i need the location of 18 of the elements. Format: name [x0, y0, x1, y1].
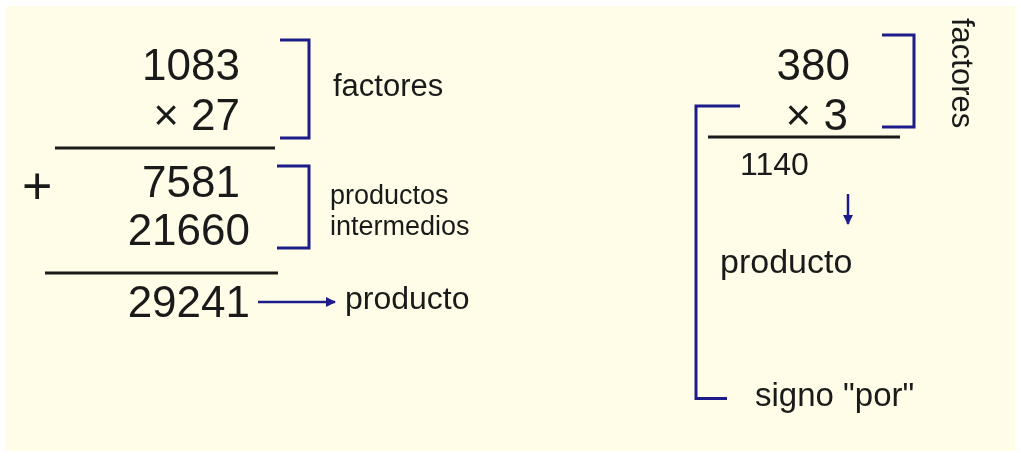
- arrow: [843, 194, 853, 225]
- productos-intermedios-label: productos intermedios: [330, 180, 471, 243]
- factor-number: × 27: [152, 93, 240, 137]
- factor-number: 380: [775, 43, 850, 87]
- partial-product-number: 21660: [126, 208, 250, 252]
- product-label: producto: [720, 244, 920, 278]
- plus-sign: +: [22, 160, 54, 212]
- factores-label: factores: [947, 18, 978, 131]
- multiplication-sign-label: signo "por": [755, 378, 980, 411]
- factor-number: 1083: [141, 43, 240, 87]
- product-number: 29241: [70, 280, 250, 324]
- leader-line: [694, 104, 740, 400]
- partial-product-number: 7581: [141, 160, 240, 204]
- product-number: 1140: [740, 148, 860, 180]
- factor-number: × 3: [748, 93, 848, 137]
- product-label: producto: [345, 282, 535, 314]
- arrow: [258, 297, 336, 307]
- factores-label: factores: [333, 70, 445, 101]
